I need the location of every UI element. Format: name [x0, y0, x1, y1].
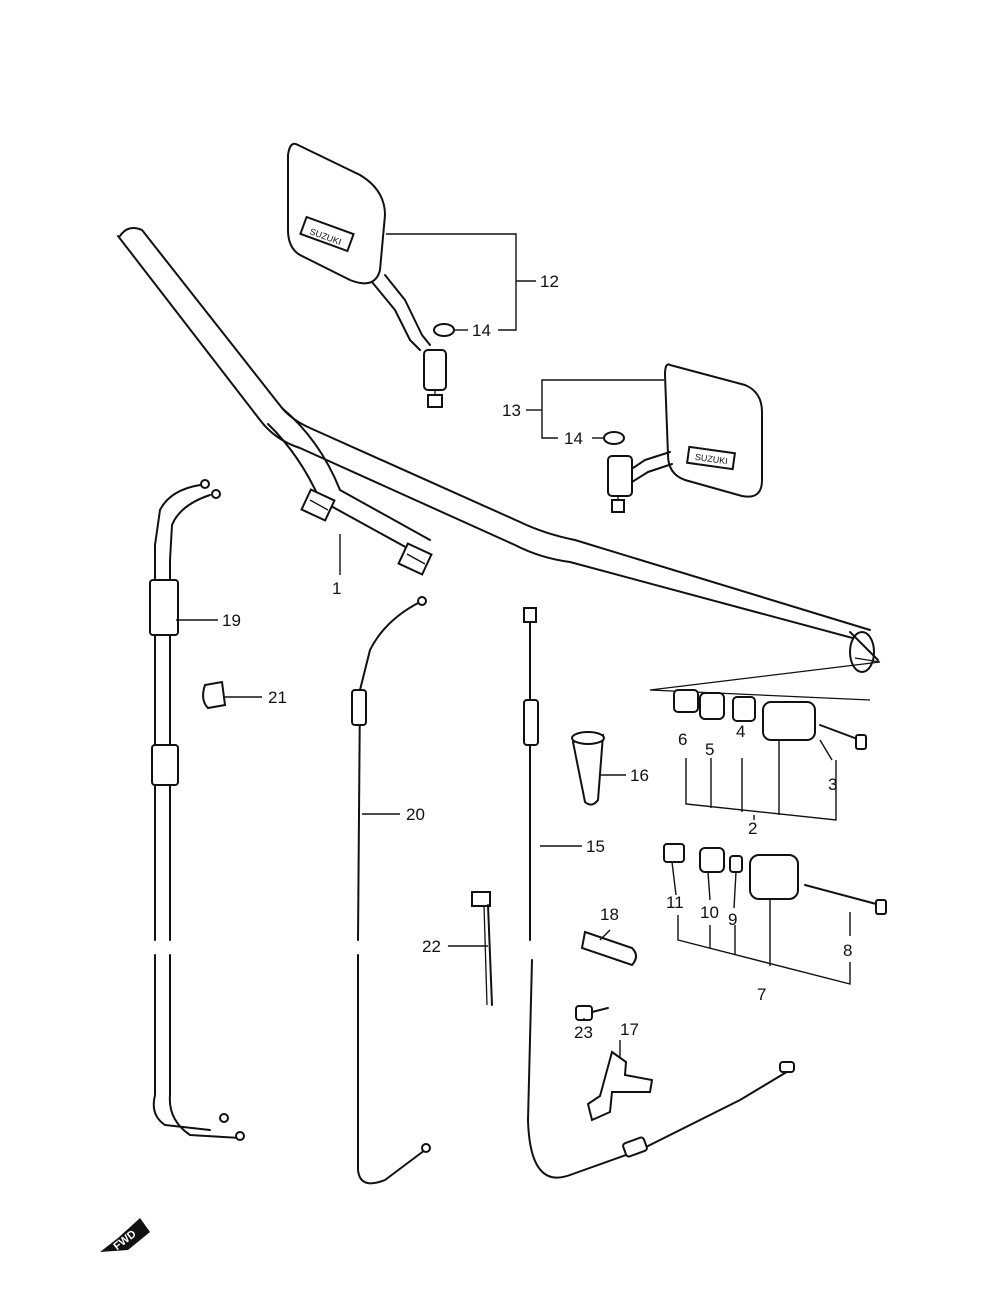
throttle-cable-pair — [149, 479, 245, 1141]
callout-1: 1 — [332, 579, 341, 598]
part-9-washer — [729, 855, 743, 873]
part-5-spacer — [699, 692, 725, 720]
callout-15: 15 — [586, 837, 605, 856]
callout-3: 3 — [828, 775, 837, 794]
part-10-spacer — [699, 847, 725, 873]
callout-numbers: 1 2 3 4 5 6 7 8 9 10 11 12 13 14 14 15 1… — [222, 272, 852, 1042]
clutch-cable — [523, 607, 795, 1179]
callout-16: 16 — [630, 766, 649, 785]
callout-2: 2 — [748, 819, 757, 838]
callout-7: 7 — [757, 985, 766, 1004]
callout-8: 8 — [843, 941, 852, 960]
callout-4: 4 — [736, 722, 745, 741]
cable-tie — [471, 891, 493, 1006]
callout-11: 11 — [666, 893, 684, 912]
callout-21: 21 — [268, 688, 287, 707]
bracket-upper — [580, 930, 637, 967]
callout-22: 22 — [422, 937, 441, 956]
balancer-set-lower — [663, 843, 887, 915]
cap-upper — [433, 323, 455, 337]
mirror-right-brand: SUZUKI — [694, 452, 728, 466]
part-4-washer — [732, 696, 756, 722]
callout-9: 9 — [728, 910, 737, 929]
part-11-nut — [663, 843, 685, 863]
handlebar — [117, 227, 881, 701]
mirror-right: SUZUKI — [607, 363, 763, 513]
choke-cable — [351, 596, 431, 1185]
cable-clamp — [202, 680, 227, 710]
rubber-boot-top — [571, 731, 605, 745]
callout-13: 13 — [502, 401, 521, 420]
bolt-23 — [575, 1005, 609, 1021]
callout-23: 23 — [574, 1023, 593, 1042]
part-6-nut — [673, 689, 699, 713]
callout-14-upper: 14 — [472, 321, 491, 340]
part-2-weight — [762, 701, 816, 741]
forward-direction-arrow: FWD — [100, 1218, 150, 1253]
callout-6: 6 — [678, 730, 687, 749]
part-7-weight — [749, 854, 799, 900]
balancer-set-upper — [673, 689, 867, 750]
callout-20: 20 — [406, 805, 425, 824]
callout-5: 5 — [705, 740, 714, 759]
leader-lines — [176, 233, 851, 1058]
mirror-left: SUZUKI — [287, 142, 447, 408]
rubber-boot — [571, 733, 605, 806]
cap-lower — [603, 431, 625, 445]
callout-12: 12 — [540, 272, 559, 291]
callout-14-lower: 14 — [564, 429, 583, 448]
callout-17: 17 — [620, 1020, 639, 1039]
callout-19: 19 — [222, 611, 241, 630]
callout-18: 18 — [600, 905, 619, 924]
bracket-lower — [586, 1050, 654, 1122]
callout-10: 10 — [700, 903, 719, 922]
